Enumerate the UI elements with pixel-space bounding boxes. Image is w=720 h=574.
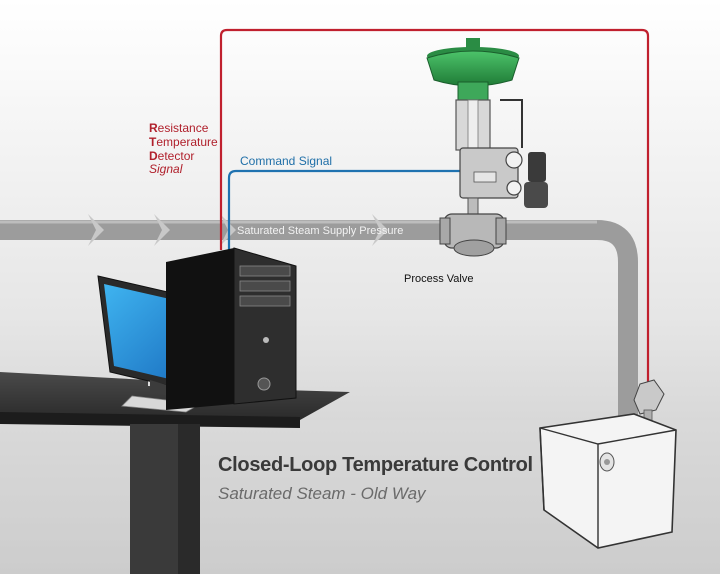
process-valve-label: Process Valve — [404, 273, 474, 285]
rtd-word-signal: Signal — [149, 162, 183, 177]
command-signal-wire — [227, 169, 462, 252]
rtd-signal-wire — [219, 28, 650, 384]
rtd-word-detector: etector — [157, 148, 195, 163]
rtd-initial-d: D — [149, 148, 158, 163]
command-signal-label: Command Signal — [240, 154, 333, 168]
process-vessel-icon — [539, 413, 677, 549]
rtd-signal-label: Resistance Temperature Detector Signal — [149, 121, 218, 177]
rtd-sensor-icon — [633, 379, 665, 427]
rtd-word-temperature: emperature — [156, 134, 218, 149]
supply-pressure-label: Saturated Steam Supply Pressure — [237, 225, 404, 237]
diagram-subtitle: Saturated Steam - Old Way — [218, 484, 426, 503]
computer-tower-icon — [166, 247, 297, 410]
rtd-word-resistance: esistance — [157, 121, 209, 135]
rtd-initial-r: R — [149, 121, 158, 135]
process-valve-icon — [426, 38, 548, 257]
rtd-initial-t: T — [149, 134, 157, 149]
diagram-title: Closed-Loop Temperature Control — [218, 454, 533, 476]
